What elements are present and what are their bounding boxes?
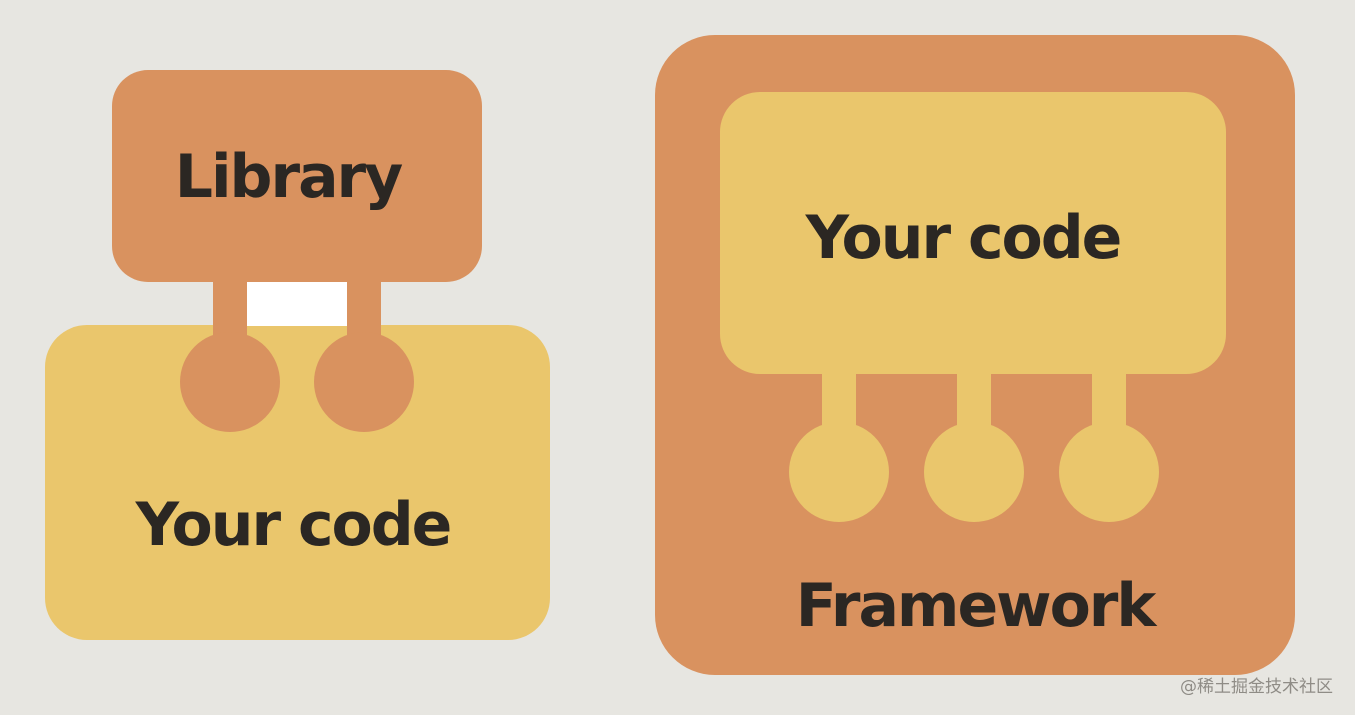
framework-plug-3: [1059, 422, 1159, 522]
library-label: Library: [175, 142, 403, 212]
library-your-code-block: [45, 325, 550, 640]
framework-your-code-block: [720, 92, 1226, 374]
framework-plug-2: [924, 422, 1024, 522]
framework-diagram: Your code Framework: [655, 35, 1295, 675]
library-connector-gap: [245, 282, 347, 326]
watermark: @稀土掘金技术社区: [1180, 677, 1333, 697]
library-block: [112, 70, 482, 282]
library-your-code-label: Your code: [135, 490, 451, 560]
library-plug-left: [180, 332, 280, 432]
framework-your-code-label: Your code: [805, 203, 1121, 273]
library-plug-right: [314, 332, 414, 432]
framework-plug-1: [789, 422, 889, 522]
library-diagram: Library Your code: [45, 70, 550, 640]
framework-label: Framework: [796, 571, 1159, 641]
